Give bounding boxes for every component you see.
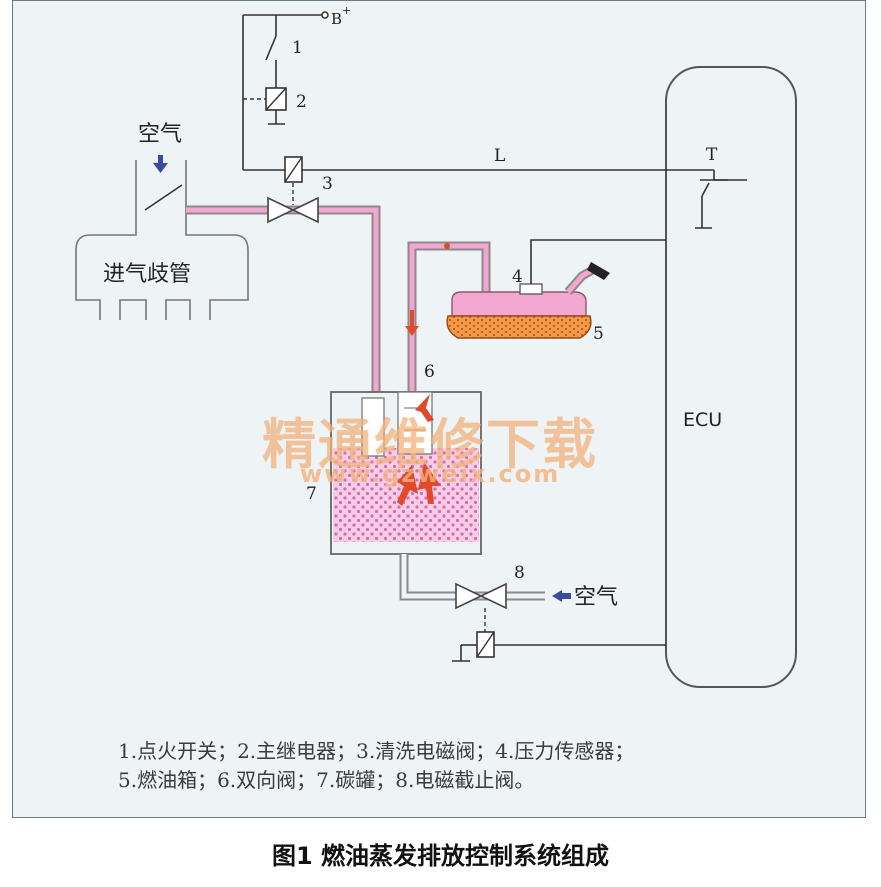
legend: 1.点火开关；2.主继电器；3.清洗电磁阀；4.压力传感器； 5.燃油箱；6.双… [118, 737, 818, 795]
air-right-label: 空气 [574, 585, 618, 610]
ecu-box [665, 66, 797, 688]
air-in-arrow-right [552, 590, 571, 602]
ignition-wiring [242, 14, 666, 171]
figure-caption: 图1 燃油蒸发排放控制系统组成 [271, 842, 610, 870]
legend-line-2: 5.燃油箱；6.双向阀；7.碳罐；8.电磁截止阀。 [118, 768, 535, 792]
cutoff-valve [455, 582, 507, 610]
line-l-label: L [494, 146, 505, 166]
pressure-sensor-wire [530, 239, 666, 284]
purge-valve [267, 196, 319, 224]
label-1: 1 [292, 38, 303, 58]
watermark-cn: 精通维修下载 [262, 413, 598, 476]
b-plus-terminal [321, 11, 329, 19]
label-8: 8 [514, 563, 525, 583]
label-7: 7 [306, 484, 317, 504]
label-4: 4 [512, 267, 523, 287]
air-in-arrow-top [153, 155, 168, 173]
b-plus-sup: + [342, 4, 351, 17]
label-2: 2 [296, 92, 307, 112]
legend-line-1: 1.点火开关；2.主继电器；3.清洗电磁阀；4.压力传感器； [118, 739, 635, 763]
watermark-url: www.gzweix.com [300, 460, 561, 488]
manifold-label: 进气歧管 [103, 262, 191, 287]
b-plus-label: B [331, 10, 342, 28]
flow-arrow-down [405, 310, 419, 336]
label-3: 3 [322, 174, 333, 194]
ecu-label: ECU [683, 409, 722, 431]
transistor-t [666, 169, 747, 229]
pipe-check-orifice [444, 243, 450, 249]
transistor-t-label: T [706, 145, 718, 165]
air-top-label: 空气 [138, 122, 182, 147]
fuel-tank [446, 262, 610, 339]
vapor-flow-arrows [397, 394, 441, 506]
label-5: 5 [593, 324, 604, 344]
cutoff-wiring [452, 644, 666, 662]
label-6: 6 [424, 362, 435, 382]
intake-manifold [75, 160, 249, 320]
